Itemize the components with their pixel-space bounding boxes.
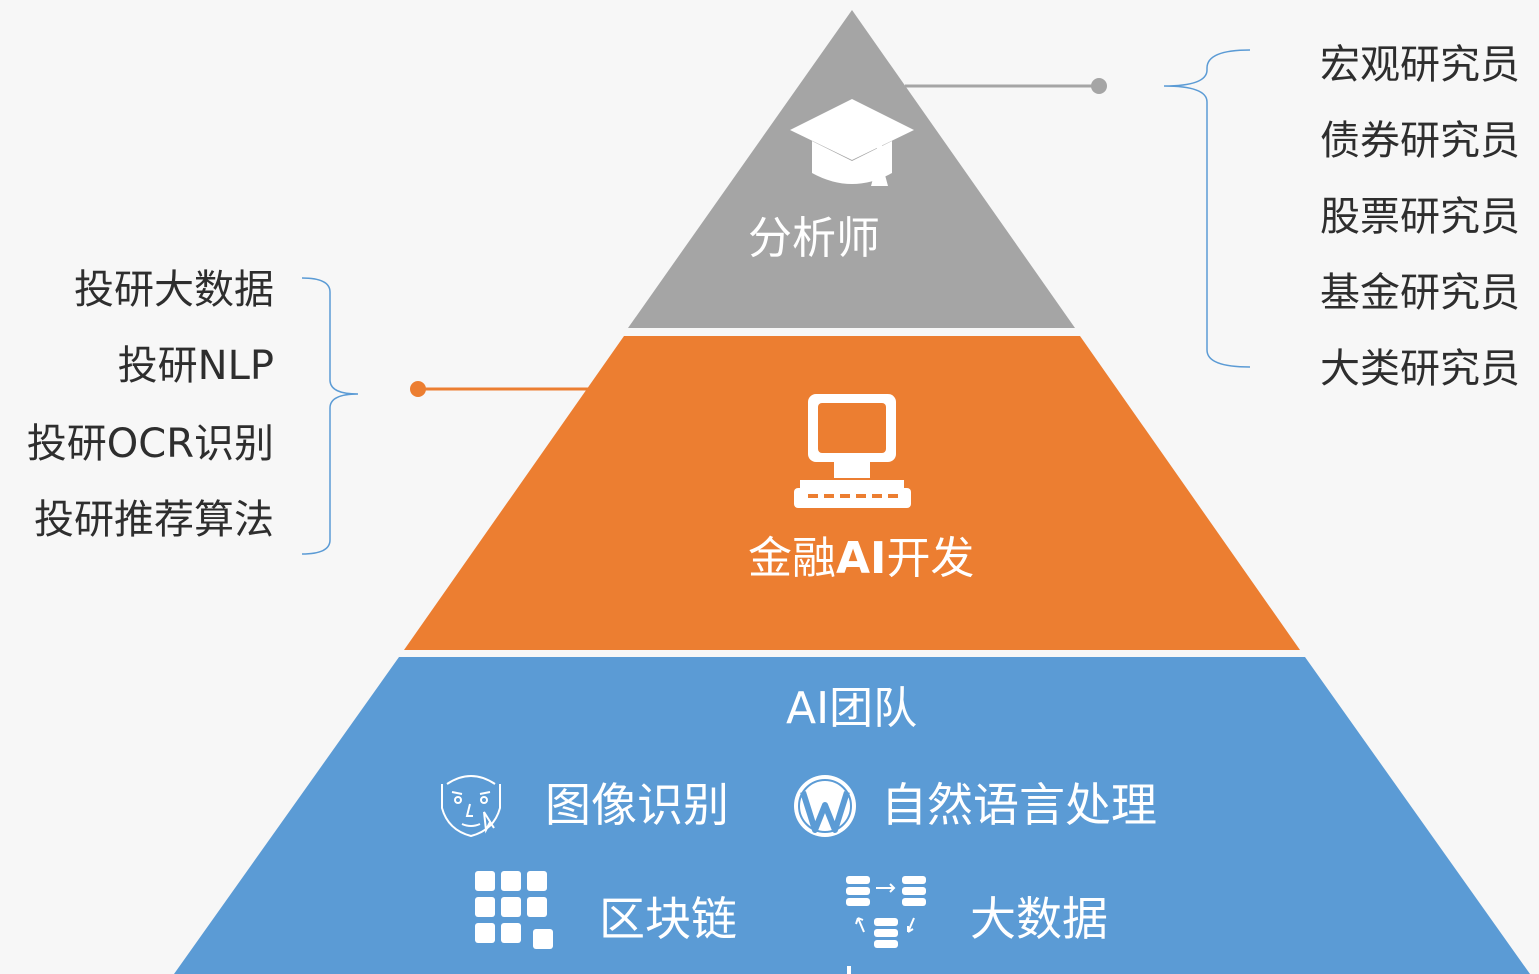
tier-middle-title-post: 开发 bbox=[886, 533, 975, 584]
computer-terminal-icon bbox=[794, 394, 911, 508]
right-list-item: 宏观研究员 bbox=[1320, 42, 1520, 88]
tech-item-label: 大数据 bbox=[970, 892, 1108, 946]
right-list-item: 债券研究员 bbox=[1320, 118, 1520, 164]
left-bracket bbox=[301, 277, 359, 555]
right-list-item: 大类研究员 bbox=[1320, 346, 1520, 392]
tier-middle-title: 金融AI开发 bbox=[748, 537, 974, 581]
right-bracket bbox=[1163, 49, 1251, 368]
right-list-item: 股票研究员 bbox=[1320, 194, 1520, 240]
left-list-item: 投研NLP bbox=[117, 343, 274, 389]
left-list-item: 投研推荐算法 bbox=[34, 497, 274, 543]
tech-item-label: 自然语言处理 bbox=[881, 778, 1157, 832]
face-recognition-icon bbox=[441, 775, 501, 838]
connector-middle-dot bbox=[410, 381, 426, 397]
left-list-item: 投研OCR识别 bbox=[26, 421, 274, 467]
tier-top-title: 分析师 bbox=[748, 213, 880, 264]
tech-item-label: 区块链 bbox=[599, 892, 737, 946]
tier-middle-title-ai: AI bbox=[836, 533, 887, 584]
right-list-item: 基金研究员 bbox=[1320, 270, 1520, 316]
graduation-cap-icon bbox=[790, 99, 914, 186]
tier-bottom-title: AI团队 bbox=[786, 683, 918, 734]
grid-blocks-icon bbox=[475, 871, 553, 949]
wordpress-logo-icon bbox=[794, 775, 856, 837]
tier-middle-title-pre: 金融 bbox=[748, 533, 836, 584]
database-sync-icon bbox=[846, 876, 926, 974]
tech-item-label: 图像识别 bbox=[545, 778, 729, 832]
left-list-item: 投研大数据 bbox=[74, 267, 274, 313]
connector-top-dot bbox=[1091, 78, 1107, 94]
